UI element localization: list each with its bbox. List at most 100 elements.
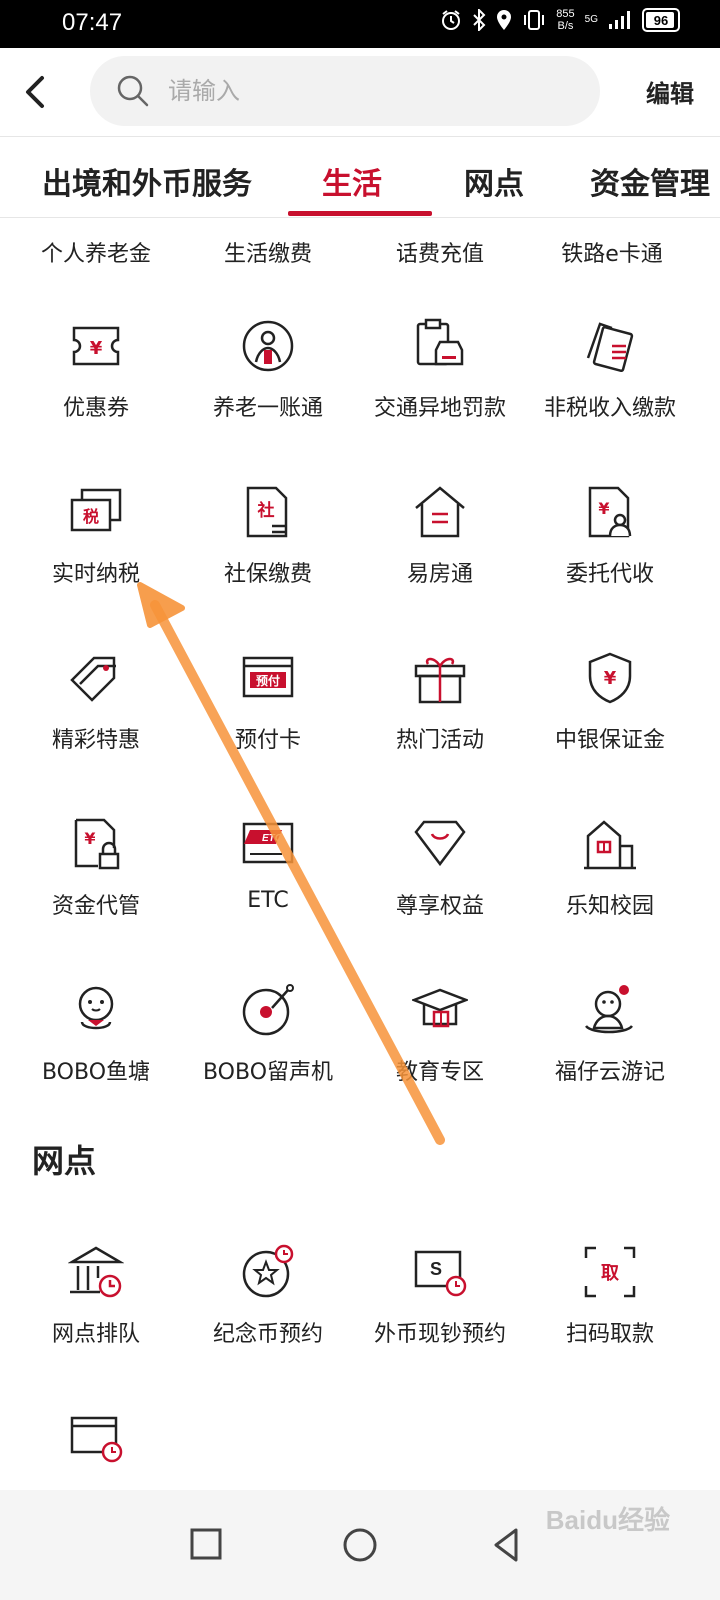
service-traffic-fine[interactable]: 交通异地罚款 xyxy=(352,318,528,468)
net-speed-unit: B/s xyxy=(557,20,574,32)
service-label: 热门活动 xyxy=(395,728,484,753)
service-utility-payment[interactable]: 生活缴费 xyxy=(223,242,312,267)
pension-icon xyxy=(242,320,294,372)
service-coupon[interactable]: ¥ 优惠券 xyxy=(8,318,184,468)
status-time: 07:47 xyxy=(62,9,123,36)
etc-glyph: ETC xyxy=(262,833,283,844)
service-label: 尊享权益 xyxy=(395,894,484,919)
service-label: 福仔云游记 xyxy=(554,1060,665,1085)
tab-branches[interactable]: 网点 xyxy=(464,167,524,202)
tab-life[interactable]: 生活 xyxy=(322,167,382,202)
branch-queue-icon xyxy=(68,1246,124,1298)
back-arrow-icon[interactable] xyxy=(22,74,52,110)
service-label: 外币现钞预约 xyxy=(373,1322,506,1347)
service-label: BOBO鱼塘 xyxy=(41,1060,151,1085)
service-label: 教育专区 xyxy=(395,1060,484,1085)
service-scan-withdraw[interactable]: 取 扫码取款 xyxy=(522,1244,698,1394)
service-bobo-pond[interactable]: BOBO鱼塘 xyxy=(8,982,184,1132)
service-prepaid-card[interactable]: 预付 预付卡 xyxy=(180,650,356,800)
battery-level: 96 xyxy=(653,12,669,28)
tab-fund-management[interactable]: 资金管理 xyxy=(590,167,710,202)
house-icon xyxy=(415,486,465,538)
tab-outbound-forex[interactable]: 出境和外币服务 xyxy=(42,167,252,202)
status-bar: 07:47 855 B/s 5G 96 xyxy=(0,0,720,48)
service-etc[interactable]: ETC ETC xyxy=(180,816,356,966)
social-security-glyph: 社 xyxy=(257,500,275,521)
coupon-icon: ¥ xyxy=(72,326,120,366)
tax-icon: 税 xyxy=(70,488,122,532)
service-phone-recharge[interactable]: 话费充值 xyxy=(395,242,484,267)
service-fuzai-travel[interactable]: 福仔云游记 xyxy=(522,982,698,1132)
service-railway-ecard[interactable]: 铁路e卡通 xyxy=(561,242,663,267)
service-label: 养老一账通 xyxy=(212,396,323,421)
alarm-icon xyxy=(442,10,461,30)
service-label: 非税收入缴款 xyxy=(543,396,676,421)
battery-icon: 96 xyxy=(642,8,680,32)
service-premium-benefits[interactable]: 尊享权益 xyxy=(352,816,528,966)
category-tabs: 出境和外币服务 生活 网点 资金管理 xyxy=(0,136,720,218)
network-type: 5G xyxy=(584,14,598,25)
home-circle-icon[interactable] xyxy=(335,1520,385,1570)
coin-reservation-icon xyxy=(242,1244,294,1298)
service-label: BOBO留声机 xyxy=(202,1060,334,1085)
service-label: 易房通 xyxy=(406,562,473,587)
service-label: 委托代收 xyxy=(565,562,654,587)
service-realtime-tax[interactable]: 税 实时纳税 xyxy=(8,484,184,634)
service-hot-activities[interactable]: 热门活动 xyxy=(352,650,528,800)
vibrate-icon xyxy=(524,10,545,30)
service-label: 纪念币预约 xyxy=(212,1322,323,1347)
traffic-fine-icon xyxy=(416,318,464,366)
entrusted-collection-icon: ¥ xyxy=(588,486,632,538)
baidu-watermark: Baidu经验 xyxy=(545,1505,670,1535)
search-input[interactable] xyxy=(166,76,550,106)
non-tax-icon xyxy=(586,322,634,373)
scan-withdraw-icon: 取 xyxy=(584,1246,636,1298)
service-fund-custody[interactable]: ¥ 资金代管 xyxy=(8,816,184,966)
service-lezhi-campus[interactable]: 乐知校园 xyxy=(522,816,698,966)
service-foreign-cash-reservation[interactable]: S 外币现钞预约 xyxy=(352,1244,528,1394)
service-label: 实时纳税 xyxy=(51,562,140,587)
entrusted-glyph: ¥ xyxy=(598,499,609,518)
fund-custody-icon: ¥ xyxy=(74,818,120,870)
graduation-cap-icon xyxy=(412,988,468,1028)
service-non-tax-payment[interactable]: 非税收入缴款 xyxy=(522,318,698,468)
service-label: 精彩特惠 xyxy=(51,728,140,753)
service-bobo-record-player[interactable]: BOBO留声机 xyxy=(180,982,356,1132)
withdraw-glyph: 取 xyxy=(601,1263,620,1284)
service-label: 交通异地罚款 xyxy=(373,396,506,421)
bobo-mascot-icon xyxy=(78,986,114,1030)
service-social-security[interactable]: 社 社保缴费 xyxy=(180,484,356,634)
service-label: 中银保证金 xyxy=(554,728,665,753)
search-bar[interactable] xyxy=(90,56,600,126)
recents-square-icon[interactable] xyxy=(182,1520,232,1570)
service-branch-queue[interactable]: 网点排队 xyxy=(8,1244,184,1394)
custody-glyph: ¥ xyxy=(84,829,95,848)
gift-icon xyxy=(414,657,466,704)
diamond-icon xyxy=(414,820,466,867)
service-boc-deposit[interactable]: ¥ 中银保证金 xyxy=(522,650,698,800)
edit-button[interactable]: 编辑 xyxy=(646,80,694,108)
service-coin-reservation[interactable]: 纪念币预约 xyxy=(180,1244,356,1394)
service-entrusted-collection[interactable]: ¥ 委托代收 xyxy=(522,484,698,634)
service-card-reservation[interactable] xyxy=(8,1410,184,1560)
signal-icon xyxy=(609,11,630,29)
fuzai-mascot-icon xyxy=(585,985,633,1034)
service-pension-account[interactable]: 养老一账通 xyxy=(180,318,356,468)
service-easy-house[interactable]: 易房通 xyxy=(352,484,528,634)
system-nav-bar xyxy=(0,1490,720,1600)
school-icon xyxy=(584,820,636,870)
prepaid-glyph: 预付 xyxy=(256,673,280,688)
service-education-zone[interactable]: 教育专区 xyxy=(352,982,528,1132)
deposit-glyph: ¥ xyxy=(604,668,617,689)
location-icon xyxy=(497,10,512,30)
search-icon xyxy=(117,75,149,107)
prepaid-card-icon: 预付 xyxy=(242,656,294,698)
service-special-offers[interactable]: 精彩特惠 xyxy=(8,650,184,800)
service-label: 扫码取款 xyxy=(565,1322,654,1347)
back-triangle-icon[interactable] xyxy=(484,1520,534,1570)
social-security-icon: 社 xyxy=(246,486,288,538)
active-tab-indicator xyxy=(288,211,432,216)
service-personal-pension[interactable]: 个人养老金 xyxy=(40,242,151,267)
service-label: 网点排队 xyxy=(51,1322,140,1347)
section-title-branches: 网点 xyxy=(32,1142,97,1180)
